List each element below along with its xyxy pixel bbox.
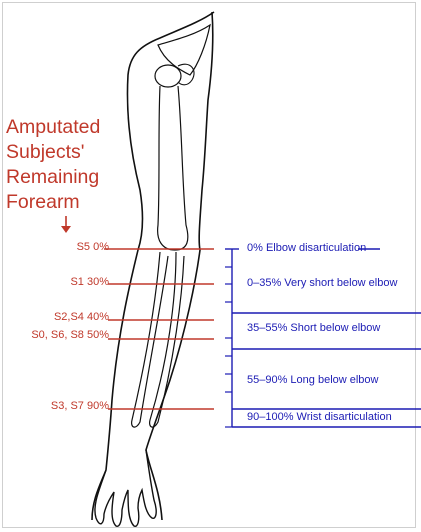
- subject-label-s2s4: S2,S4 40%: [54, 311, 109, 323]
- level-label-short: 35–55% Short below elbow: [247, 322, 380, 334]
- humerus-head: [155, 65, 181, 87]
- subject-label-s5: S5 0%: [77, 241, 109, 253]
- title-line: Subjects': [6, 140, 100, 165]
- level-label-very-short: 0–35% Very short below elbow: [247, 277, 397, 289]
- level-label-long: 55–90% Long below elbow: [247, 374, 379, 386]
- figure-title: Amputated Subjects' Remaining Forearm: [6, 115, 100, 215]
- level-label-wrist-disarticulation: 90–100% Wrist disarticulation: [247, 411, 392, 423]
- level-label-elbow-disarticulation: 0% Elbow disarticulation: [247, 242, 366, 254]
- humerus-shaft: [158, 86, 188, 250]
- title-line: Amputated: [6, 115, 100, 140]
- subject-label-s3s7: S3, S7 90%: [51, 400, 109, 412]
- hand-outline: [95, 450, 156, 526]
- subject-label-s1: S1 30%: [70, 276, 109, 288]
- arm-outline: [92, 12, 214, 520]
- title-arrow-head: [61, 226, 71, 233]
- subject-label-s0s6s8: S0, S6, S8 50%: [31, 329, 109, 341]
- scapula-outline: [158, 25, 210, 75]
- title-line: Remaining: [6, 165, 100, 190]
- title-line: Forearm: [6, 190, 100, 215]
